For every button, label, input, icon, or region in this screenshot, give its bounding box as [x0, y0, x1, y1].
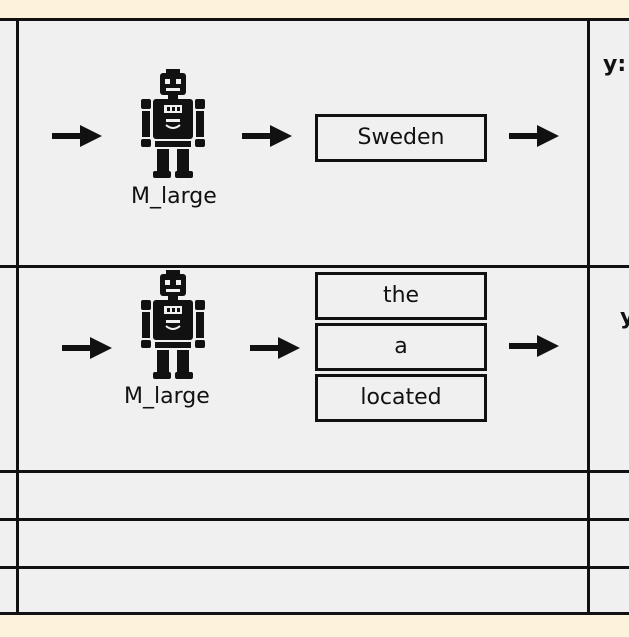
right-column-label: y: [603, 52, 627, 77]
grid-line-row4-bottom [0, 566, 629, 569]
model-output-arrow-icon [250, 337, 300, 359]
output-token-box: Sweden [315, 114, 487, 162]
grid-line-row1-bottom [0, 265, 629, 268]
model-label: M_large [131, 184, 217, 209]
candidate-token-box: a [315, 323, 487, 371]
grid-line-row3-bottom [0, 518, 629, 521]
diagram-panel [0, 18, 629, 615]
grid-line-bottom [0, 612, 629, 615]
grid-line-top [0, 18, 629, 21]
input-arrow-icon [62, 337, 112, 359]
right-column-label: y [620, 305, 629, 330]
model-output-arrow-icon [242, 125, 292, 147]
model-label: M_large [124, 384, 210, 409]
input-arrow-icon [52, 125, 102, 147]
result-arrow-icon [509, 125, 559, 147]
robot-model-icon [133, 270, 213, 380]
result-arrow-icon [509, 335, 559, 357]
grid-line-right [587, 18, 590, 615]
candidate-token-box: the [315, 272, 487, 320]
grid-line-row2-bottom [0, 470, 629, 473]
candidate-token-box: located [315, 374, 487, 422]
grid-line-left [16, 18, 19, 615]
robot-model-icon [133, 69, 213, 179]
